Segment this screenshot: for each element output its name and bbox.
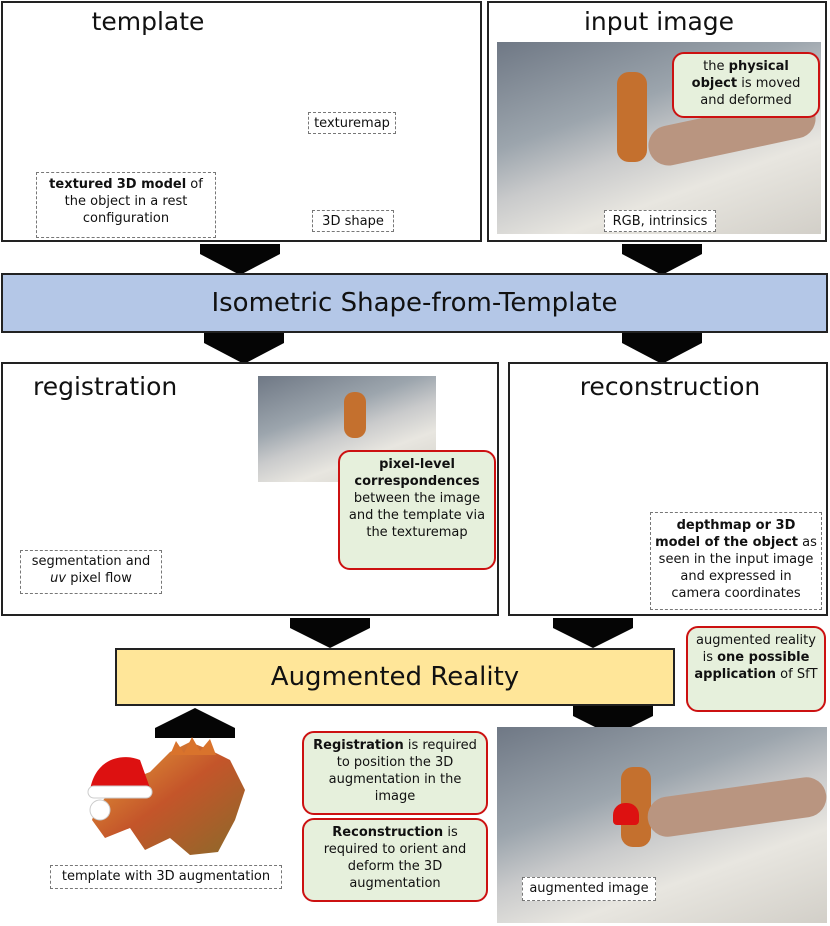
reconstruction-required-callout: Reconstruction is required to orient and… (302, 818, 488, 902)
down-arrow (200, 244, 280, 275)
ar-band: Augmented Reality (115, 648, 675, 706)
arm-icon (645, 774, 829, 840)
application-callout: augmented reality is one possible applic… (686, 626, 826, 712)
santa-hat-icon (90, 757, 150, 790)
registration-required-callout: Registration is required to position the… (302, 731, 488, 815)
augmented-template-dino-icon (92, 737, 245, 855)
down-arrow (573, 706, 653, 736)
input-caption: RGB, intrinsics (604, 210, 716, 232)
photo-dino-icon (617, 72, 647, 162)
photo-dino-icon (344, 392, 366, 438)
texturemap-label: texturemap (308, 112, 396, 134)
augmented-image-caption: augmented image (522, 877, 656, 901)
physical-object-callout: the physical object is moved and deforme… (672, 52, 820, 118)
up-arrow (155, 708, 235, 738)
registration-title: registration (33, 372, 178, 401)
down-arrow (204, 333, 284, 364)
template-model-caption: textured 3D model of the object in a res… (36, 172, 216, 238)
input-title: input image (583, 7, 735, 36)
augmented-template-caption: template with 3D augmentation (50, 865, 282, 889)
santa-hat-icon (613, 803, 639, 825)
template-title: template (91, 7, 205, 36)
correspondences-callout: pixel-level correspondences between the … (338, 450, 496, 570)
sft-band: Isometric Shape-from-Template (1, 273, 828, 333)
reconstruction-title: reconstruction (579, 372, 761, 401)
down-arrow (553, 618, 633, 648)
down-arrow (622, 244, 702, 275)
down-arrow (622, 333, 702, 364)
shape-label: 3D shape (312, 210, 394, 232)
reconstruction-caption: depthmap or 3D model of the object as se… (650, 512, 822, 610)
down-arrow (290, 618, 370, 648)
